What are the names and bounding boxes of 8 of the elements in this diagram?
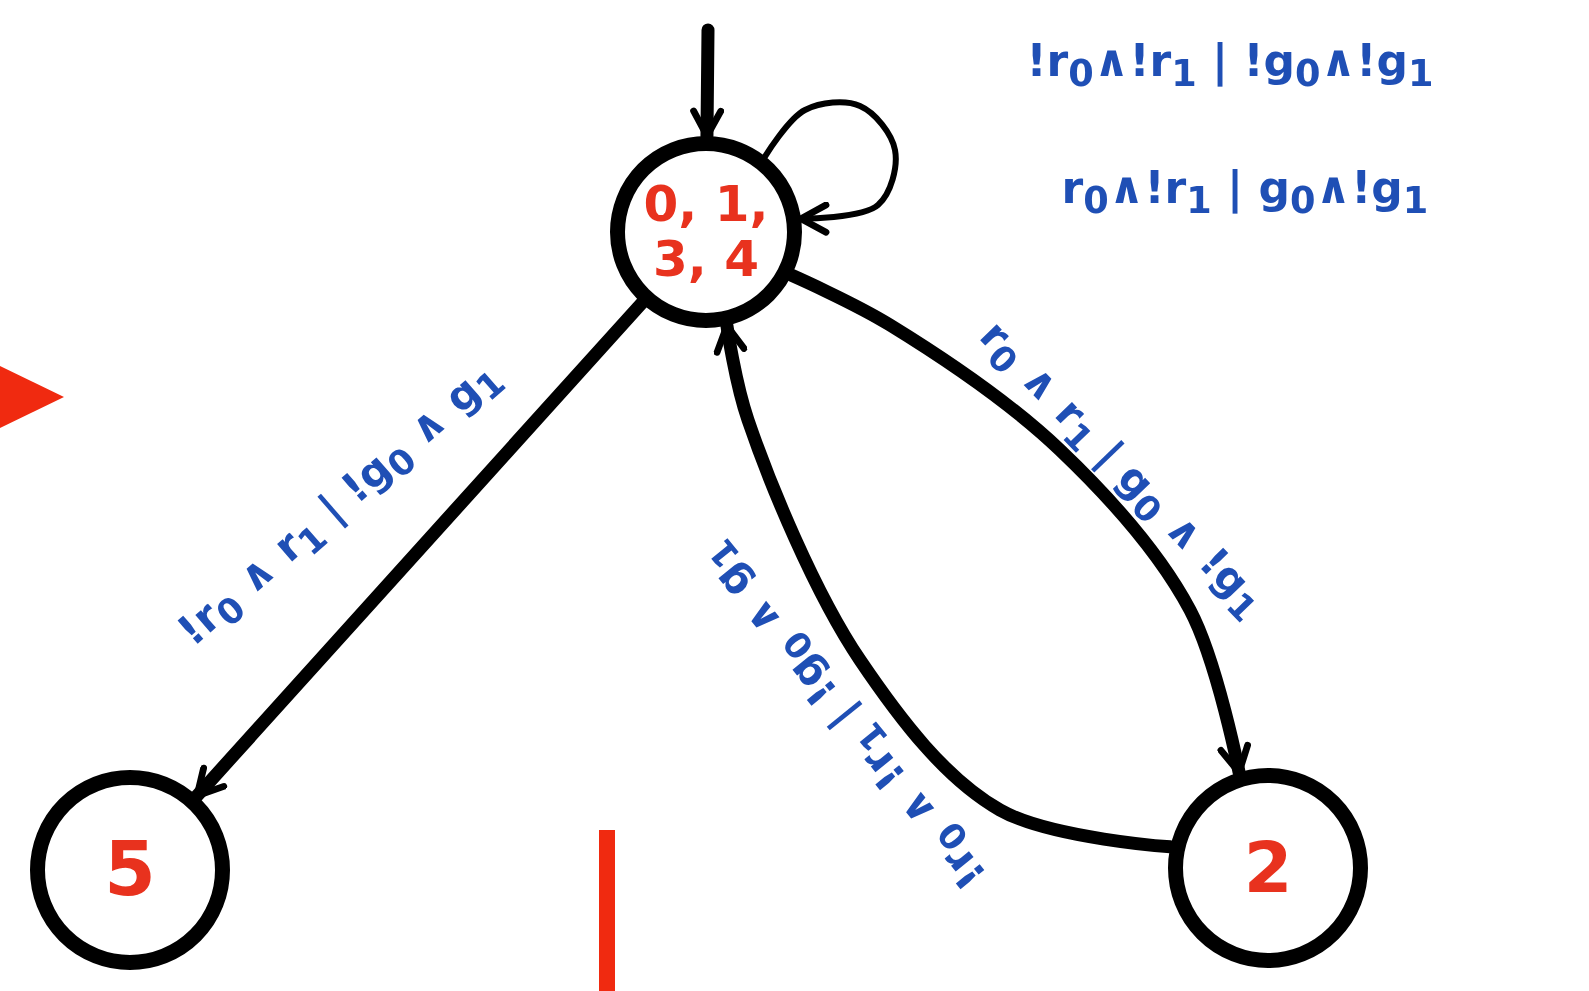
vertical-bar	[599, 829, 615, 991]
state-label: 5	[103, 829, 157, 911]
edge-label: !r$_{0}$∧!r$_{1}$ | !g$_{0}$∧!g$_{1}$	[1026, 35, 1434, 95]
state-label: 0, 1, 3, 4	[642, 177, 770, 287]
state-label: 2	[1242, 829, 1294, 907]
self-loop-arrow	[762, 99, 899, 236]
transition-condition-text: r$_{0}$∧!r$_{1}$ | g$_{0}$∧!g$_{1}$	[1061, 162, 1429, 222]
pointer-triangle	[0, 366, 64, 428]
